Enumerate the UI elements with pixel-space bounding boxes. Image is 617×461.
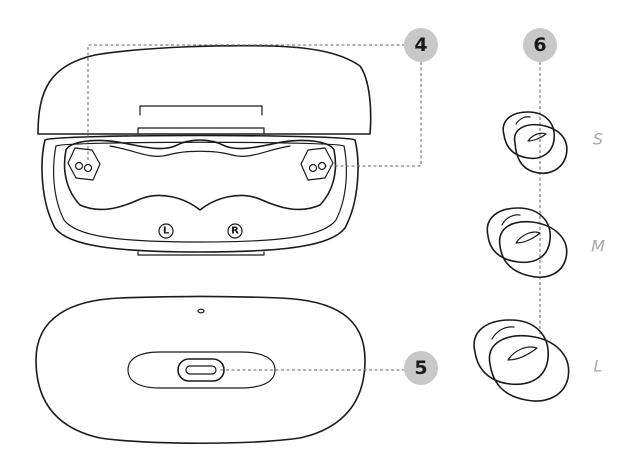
- right-earbud-contacts: [300, 147, 334, 181]
- lid-hinge-lower: [137, 127, 265, 135]
- left-side-label: L: [163, 226, 170, 237]
- callout-6: 6: [523, 28, 557, 62]
- closed-case: [35, 295, 366, 445]
- ear-tip-small: [502, 111, 568, 174]
- port-recess: [127, 351, 276, 389]
- case-body-bottom: [35, 295, 366, 445]
- lid-hinge-upper: [139, 105, 263, 116]
- callout-5: 5: [404, 351, 438, 385]
- open-case: L R: [37, 44, 372, 256]
- usb-c-port-icon: [177, 358, 225, 382]
- leader-lines: [87, 44, 422, 371]
- ear-tips: S M L: [473, 62, 605, 402]
- right-side-label: R: [231, 226, 239, 237]
- left-side-mark: L: [158, 223, 174, 239]
- callout-5-number: 5: [414, 357, 427, 379]
- ear-tip-large: [473, 319, 570, 402]
- leader-callout-4-right: [326, 62, 422, 167]
- callout-6-number: 6: [533, 34, 546, 56]
- callout-4-number: 4: [414, 34, 427, 56]
- callout-4: 4: [404, 28, 438, 62]
- left-earbud-contacts: [67, 147, 101, 181]
- cavity-ridge: [109, 145, 291, 157]
- size-label-small: S: [593, 130, 603, 149]
- led-indicator: [197, 308, 205, 314]
- leader-callout-4-left: [87, 44, 405, 162]
- size-label-medium: M: [591, 237, 605, 256]
- ear-tip-medium: [486, 207, 568, 278]
- case-base-outer: [41, 134, 359, 253]
- case-base-inner: [53, 141, 347, 243]
- earbud-cavity: [63, 139, 337, 211]
- right-side-mark: R: [227, 223, 243, 239]
- case-lid: [37, 44, 372, 135]
- size-label-large: L: [594, 357, 603, 376]
- case-base-strip: [137, 251, 265, 256]
